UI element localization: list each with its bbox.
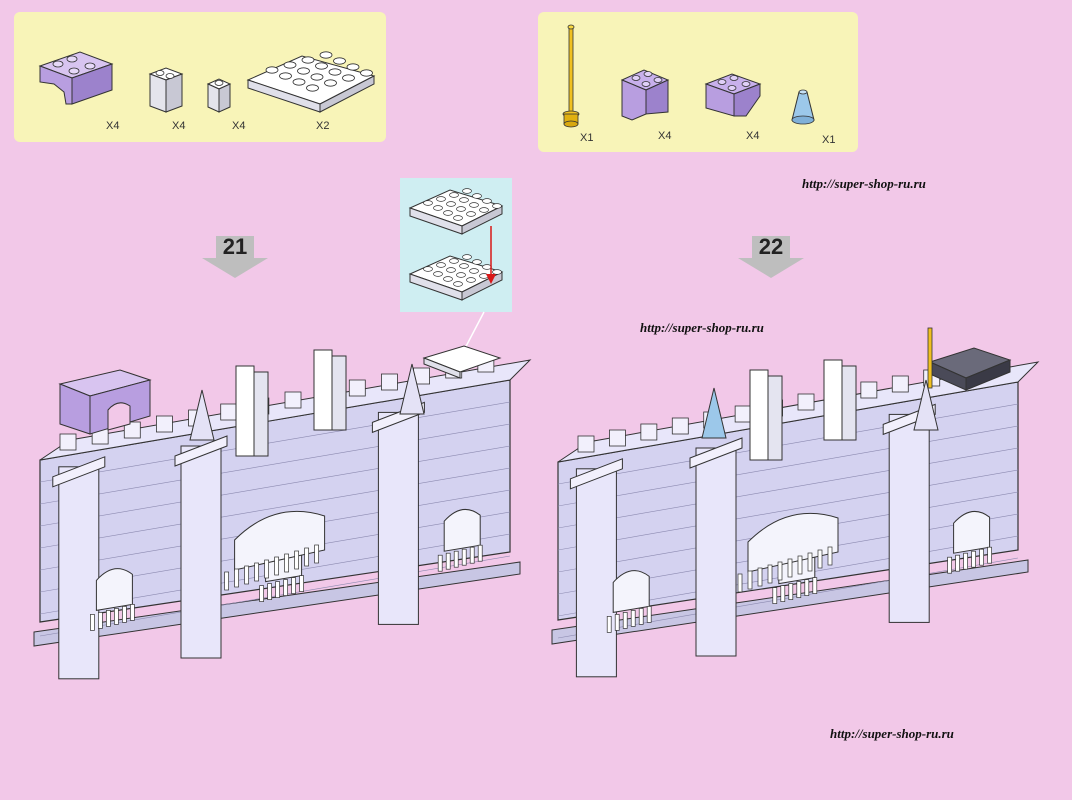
part-qty: X1 <box>822 134 836 146</box>
part-qty: X2 <box>316 120 330 132</box>
part-qty: X4 <box>658 130 672 142</box>
white-4x4-plate-icon <box>408 188 504 235</box>
part-qty: X1 <box>580 132 594 144</box>
purple-slope-brick-icon <box>620 69 670 121</box>
part-qty: X4 <box>106 120 120 132</box>
white-4x4-plate-icon <box>246 51 376 113</box>
step-21-marker: 21 <box>200 232 270 280</box>
blue-cone-icon <box>791 89 815 125</box>
yellow-antenna-icon <box>562 24 580 128</box>
step-arrow-icon <box>738 236 804 278</box>
assembly-detail-inset <box>400 178 512 312</box>
step-number: 21 <box>222 234 248 259</box>
white-1x2-brick-icon <box>148 67 184 113</box>
parts-list-left: X4 X4 X4 X2 <box>14 12 386 142</box>
white-1x1-brick-icon <box>206 78 232 113</box>
watermark-url: http://super-shop-ru.ru <box>830 726 954 741</box>
part-qty: X4 <box>746 130 760 142</box>
step-22-marker: 22 <box>736 232 806 280</box>
red-arrow-icon <box>486 226 496 284</box>
parts-list-right: X1 X4 X4 X1 <box>538 12 858 152</box>
watermark-url: http://super-shop-ru.ru <box>802 176 926 191</box>
purple-arch-brick-icon <box>38 51 114 105</box>
castle-model-step-22 <box>551 327 1040 678</box>
watermark-url: http://super-shop-ru.ru <box>640 320 764 335</box>
part-qty: X4 <box>172 120 186 132</box>
step-number: 22 <box>758 234 784 259</box>
purple-inverted-slope-icon <box>704 73 762 117</box>
castle-model-step-21 <box>33 345 532 680</box>
step-arrow-icon <box>202 236 268 278</box>
part-qty: X4 <box>232 120 246 132</box>
